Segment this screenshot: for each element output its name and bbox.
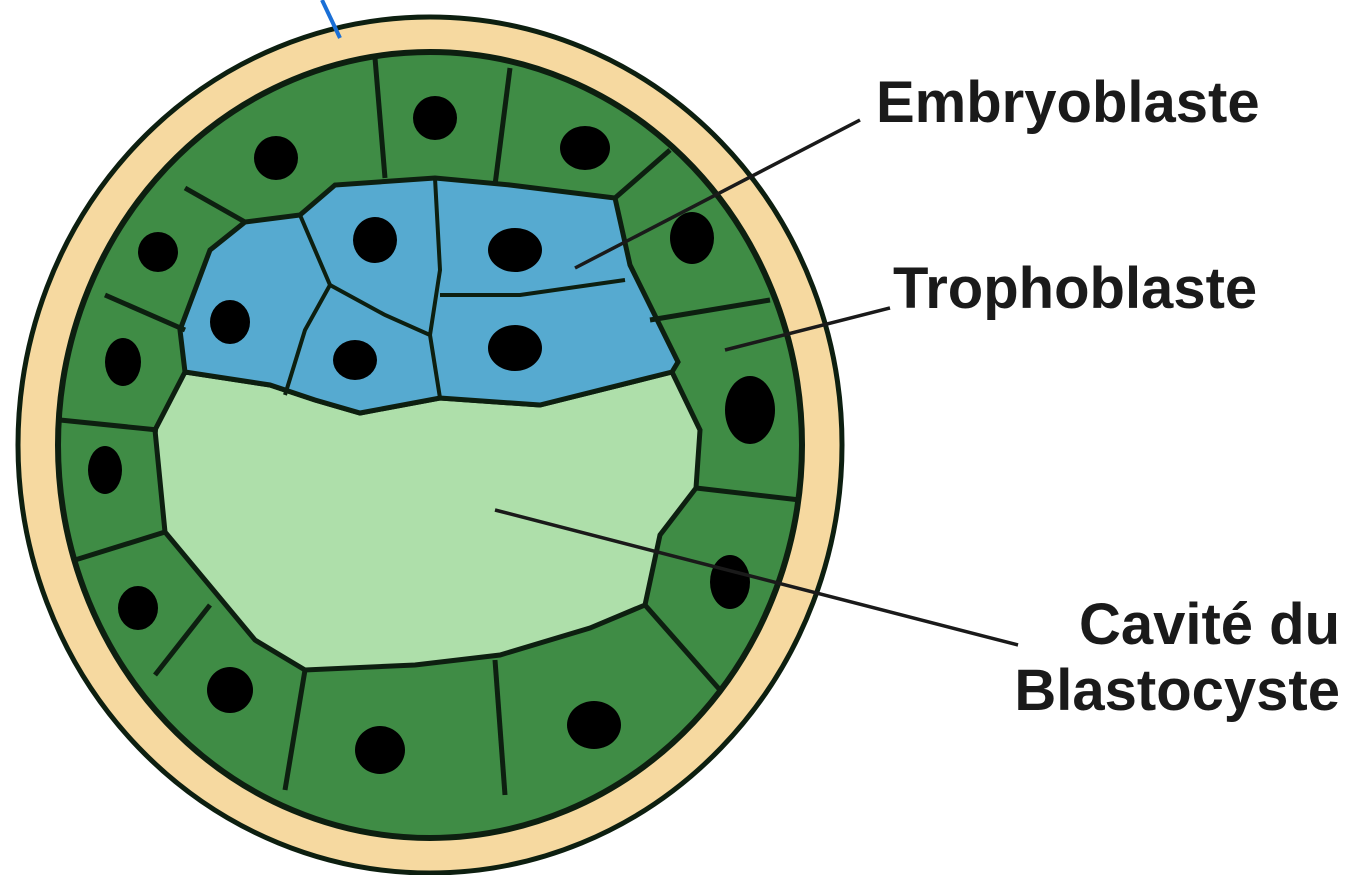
trophoblast-label: Trophoblaste [893, 256, 1257, 322]
blastocyst-cavity-label-line1: Cavité du [1014, 592, 1340, 658]
blastocyst-cavity-label: Cavité du Blastocyste [1014, 592, 1340, 724]
blastocyst-cavity-label-line2: Blastocyste [1014, 658, 1340, 724]
embryoblast-label: Embryoblaste [876, 70, 1260, 136]
